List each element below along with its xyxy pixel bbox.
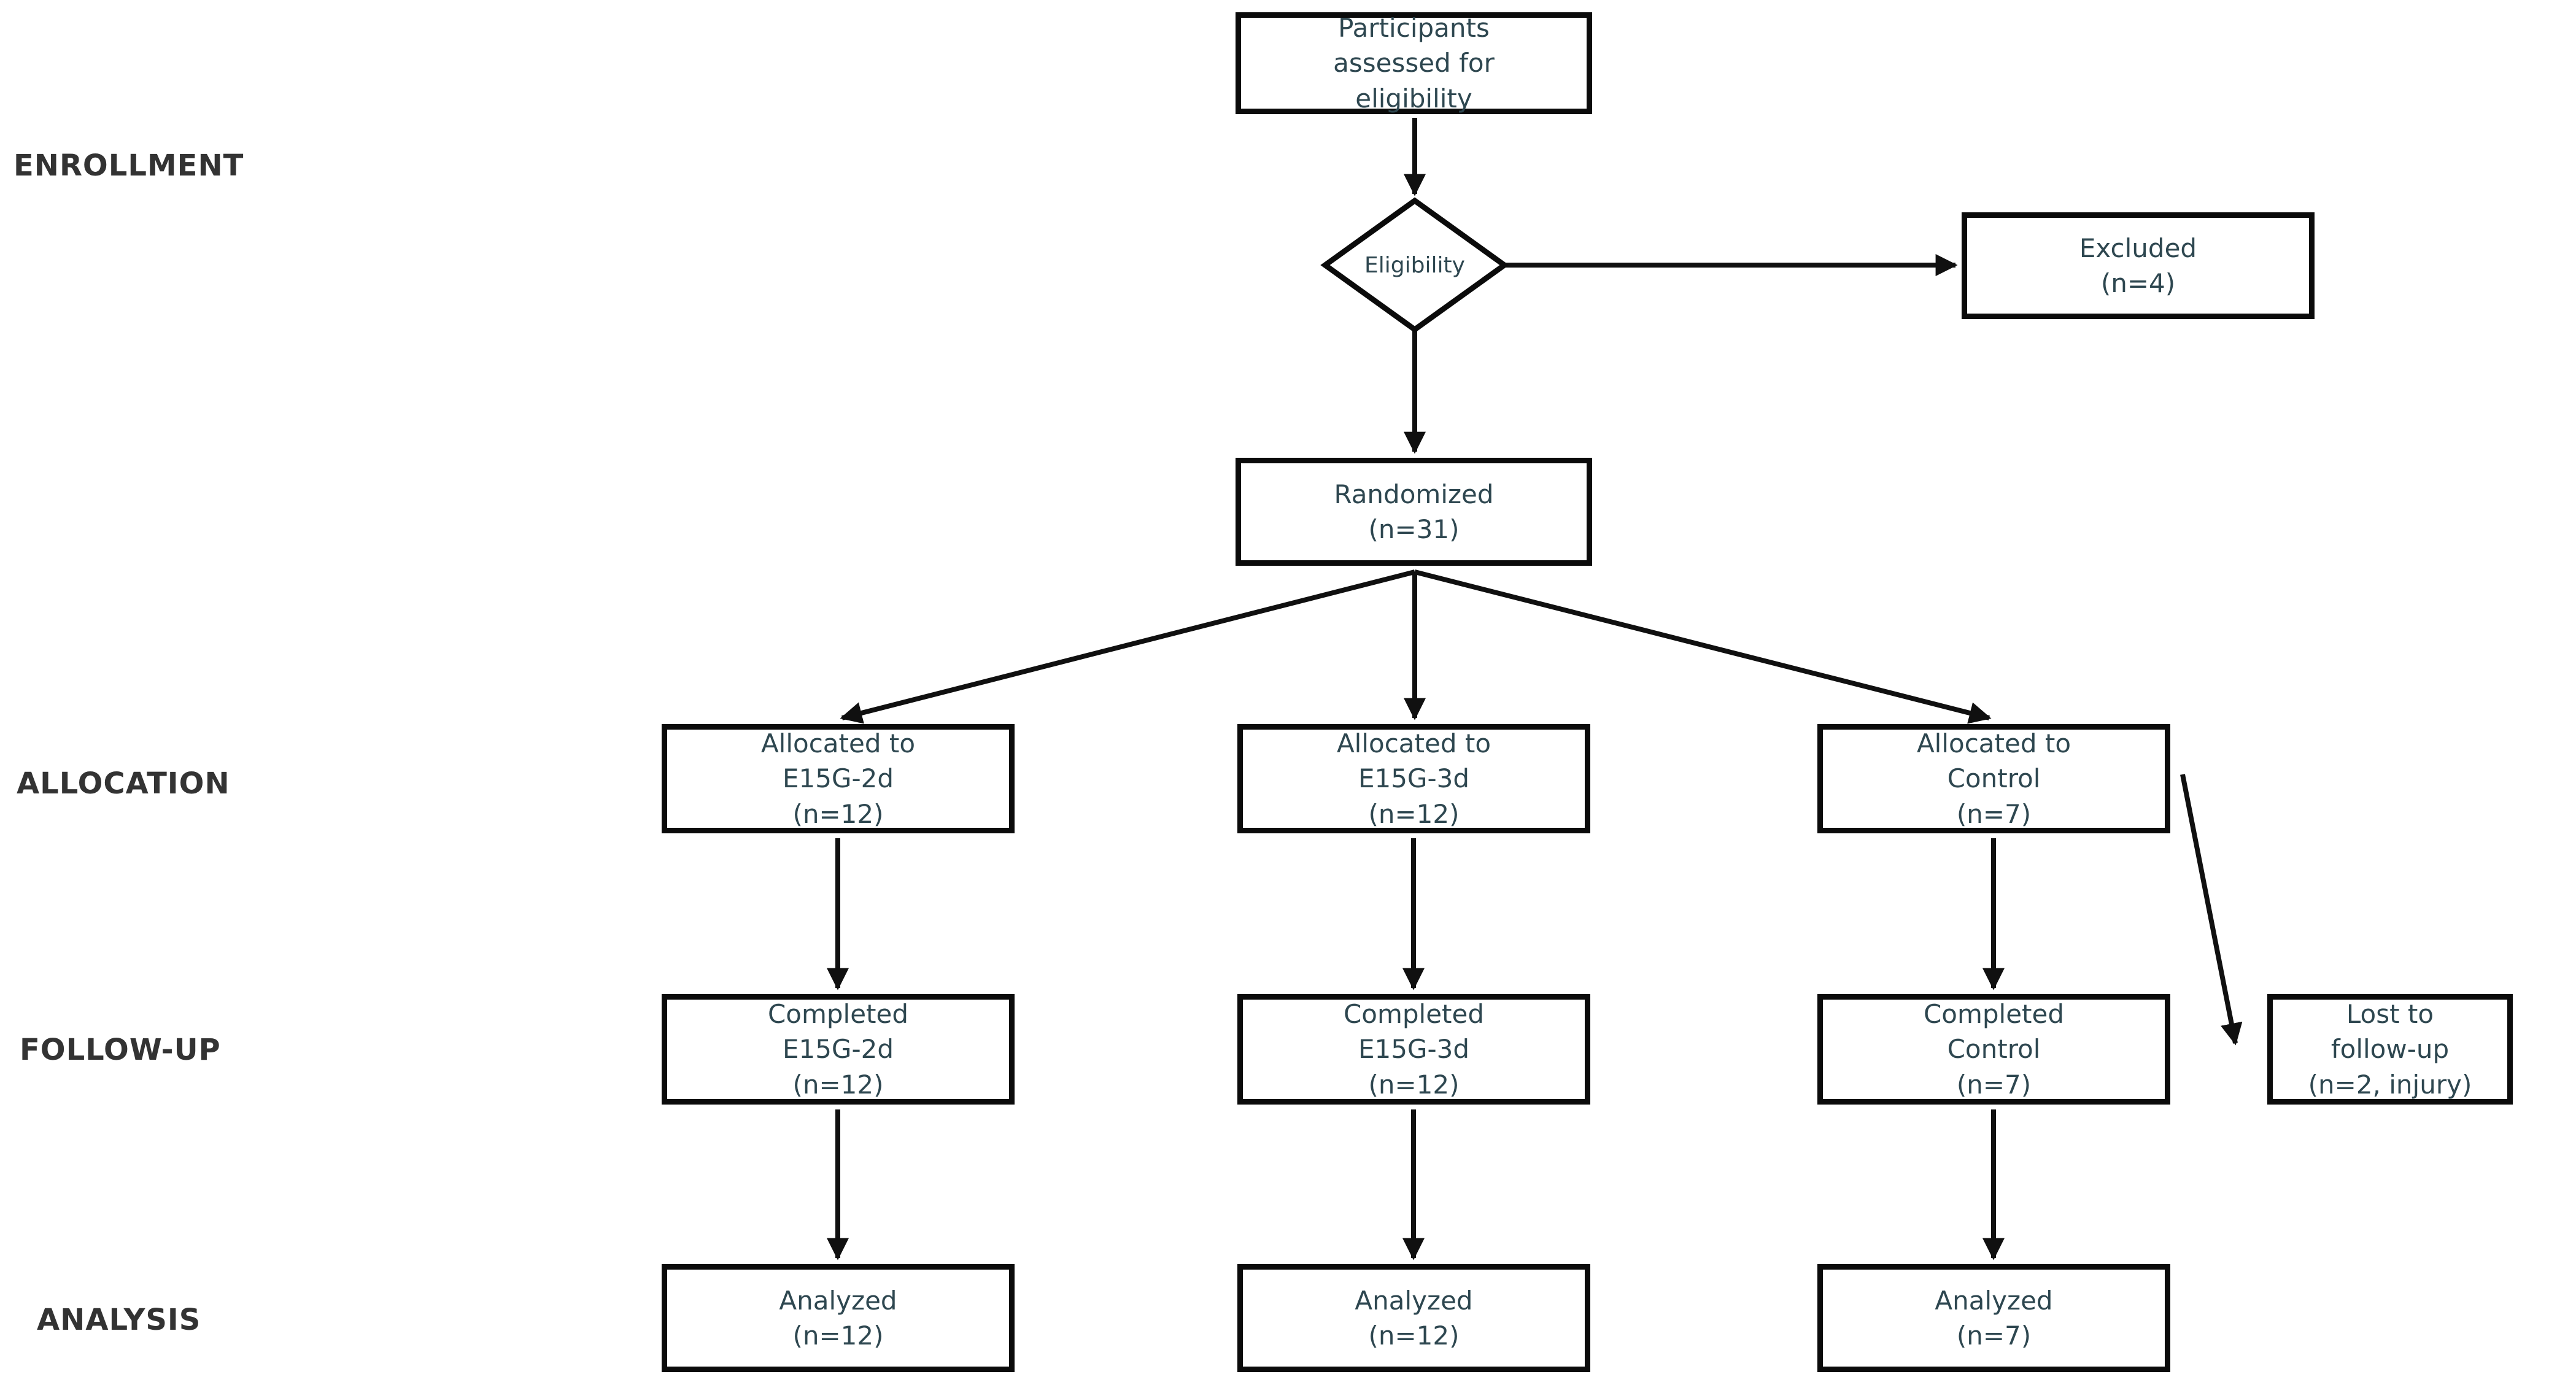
node-allocated-control: Allocated to Control (n=7) [1817, 724, 2170, 833]
node-excluded: Excluded (n=4) [1962, 212, 2315, 319]
node-assessed-for-eligibility: Participants assessed for eligibility [1236, 12, 1592, 114]
node-analyzed-e15g2d: Analyzed (n=12) [662, 1264, 1015, 1372]
node-completed-control: Completed Control (n=7) [1817, 994, 2170, 1105]
node-completed-e15g2d: Completed E15G-2d (n=12) [662, 994, 1015, 1105]
node-completed-e15g3d: Completed E15G-3d (n=12) [1237, 994, 1590, 1105]
node-analyzed-e15g3d: Analyzed (n=12) [1237, 1264, 1590, 1372]
node-allocated-e15g3d: Allocated to E15G-3d (n=12) [1237, 724, 1590, 833]
stage-label-allocation: ALLOCATION [17, 766, 230, 801]
stage-label-analysis: ANALYSIS [37, 1303, 201, 1337]
stage-label-enrollment: ENROLLMENT [14, 148, 244, 183]
arrow-control-to-lost-followup [2180, 774, 2243, 1046]
node-allocated-e15g2d: Allocated to E15G-2d (n=12) [662, 724, 1015, 833]
arrow-randomized-to-alloc-e15g2d [840, 569, 1415, 724]
arrow-randomized-to-alloc-control [1414, 569, 1992, 724]
eligibility-diamond-label: Eligibility [1364, 252, 1465, 278]
node-randomized: Randomized (n=31) [1236, 458, 1592, 566]
node-lost-to-followup: Lost to follow-up (n=2, injury) [2267, 994, 2513, 1105]
stage-label-followup: FOLLOW-UP [20, 1033, 221, 1067]
node-analyzed-control: Analyzed (n=7) [1817, 1264, 2170, 1372]
eligibility-diamond [1320, 197, 1509, 333]
